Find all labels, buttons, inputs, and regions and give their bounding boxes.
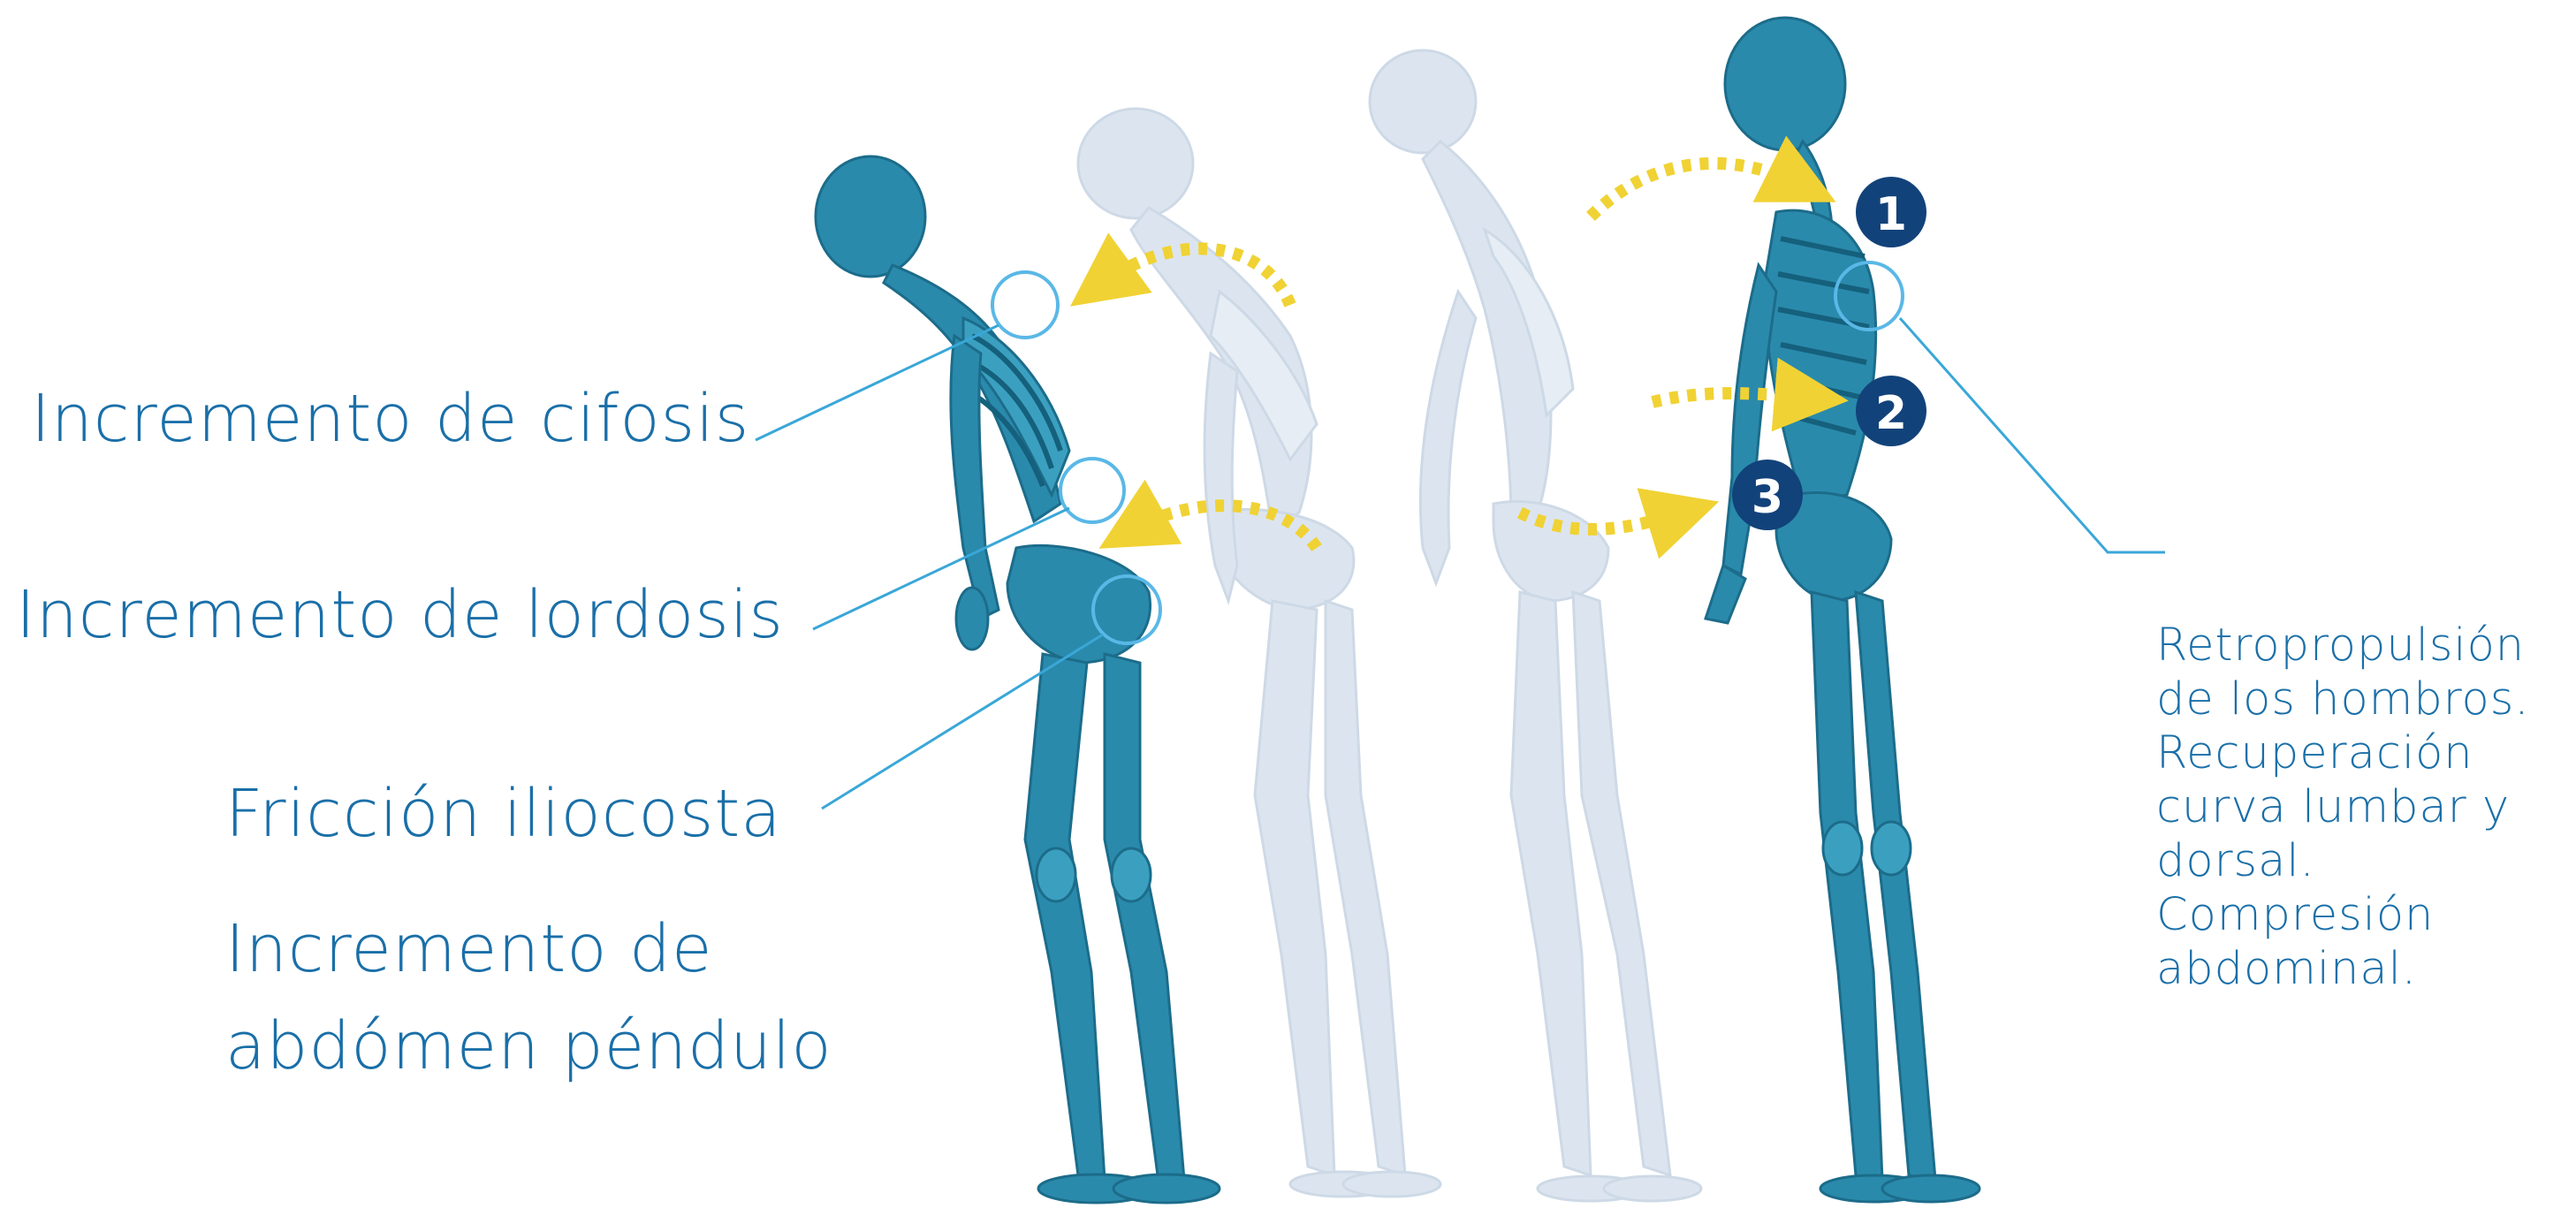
label-abdomen-line2: abdómen péndulo: [225, 1006, 832, 1088]
label-lordosis: Incremento de lordosis: [16, 574, 784, 657]
badge-1: 1: [1856, 177, 1926, 247]
skeleton-faded-bent: [1078, 109, 1440, 1197]
right-description: Retropropulsión de los hombros. Recupera…: [2156, 619, 2530, 996]
svg-text:1: 1: [1875, 188, 1907, 241]
badge-2: 2: [1856, 376, 1926, 446]
skeleton-faded-upright: [1370, 50, 1701, 1201]
right-line: curva lumbar y: [2156, 780, 2530, 834]
right-line: abdominal.: [2156, 942, 2530, 996]
label-abdomen-line1: Incremento de: [225, 908, 713, 991]
skeleton-stooped: [816, 156, 1220, 1203]
svg-text:3: 3: [1752, 471, 1783, 524]
right-line: de los hombros.: [2156, 672, 2530, 726]
right-line: dorsal.: [2156, 834, 2530, 888]
right-line: Recuperación: [2156, 726, 2530, 780]
right-line: Compresión: [2156, 888, 2530, 942]
leader-right: [1900, 318, 2165, 552]
circle-lordosis: [1060, 459, 1124, 522]
badge-3: 3: [1732, 460, 1803, 530]
label-cifosis: Incremento de cifosis: [31, 378, 749, 460]
circle-cifosis: [992, 272, 1058, 338]
arrow-shoulder-back: [1591, 163, 1803, 217]
right-line: Retropropulsión: [2156, 619, 2530, 672]
label-friccion: Fricción iliocosta: [225, 773, 782, 855]
skeleton-upright: [1706, 18, 1979, 1202]
svg-text:2: 2: [1875, 387, 1907, 440]
